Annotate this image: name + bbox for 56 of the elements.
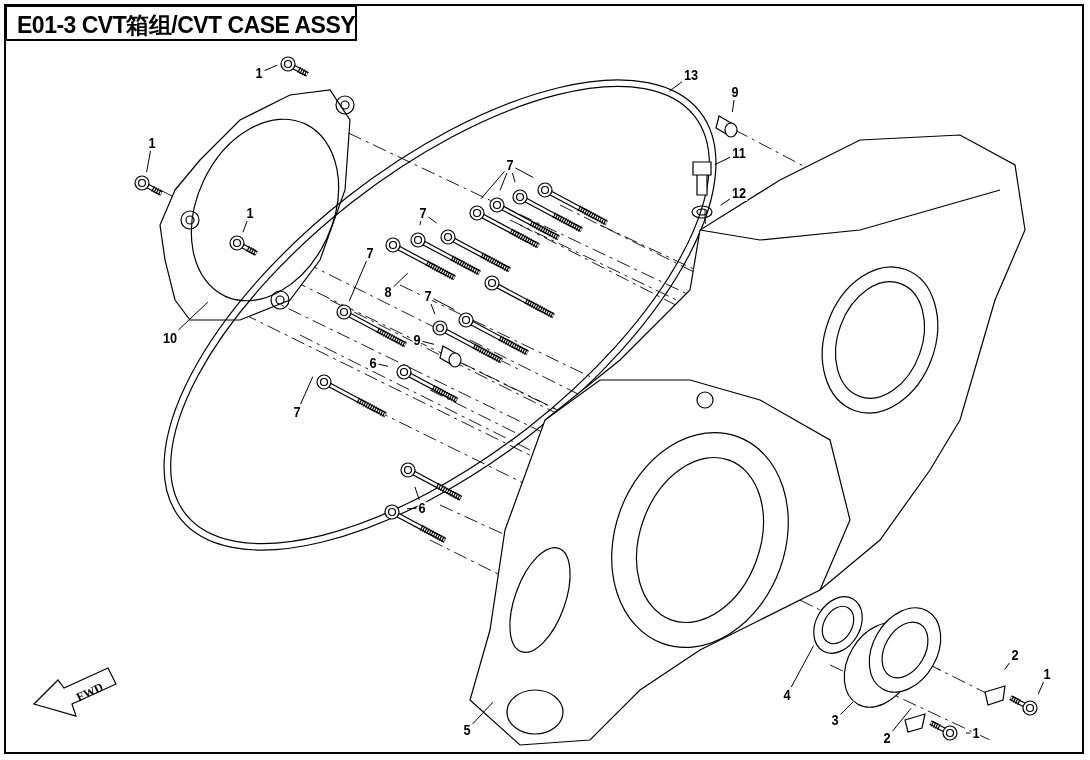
leader-line <box>499 172 508 191</box>
leader-line <box>422 340 435 345</box>
leader-line <box>668 81 683 92</box>
leader-line <box>146 150 151 173</box>
leader-line <box>840 701 854 715</box>
callout-number: 2 <box>1010 647 1020 663</box>
leader-line <box>428 216 438 224</box>
leader-line <box>515 167 534 179</box>
leader-line <box>414 486 420 501</box>
callout-number: 12 <box>731 185 747 201</box>
callout-number: 6 <box>417 500 427 516</box>
leader-line <box>472 701 494 725</box>
leader-line <box>714 156 731 166</box>
callout-number: 10 <box>162 330 178 346</box>
leader-line <box>1004 662 1010 670</box>
callout-number: 2 <box>882 730 892 746</box>
leader-line <box>348 260 367 302</box>
leader-line <box>965 732 971 734</box>
leader-line <box>264 64 278 72</box>
leader-line <box>720 198 731 206</box>
leader-line <box>300 376 314 405</box>
leader-line <box>406 507 417 510</box>
leader-line <box>790 645 815 688</box>
callout-number: 6 <box>368 355 378 371</box>
leader-line <box>378 363 389 367</box>
leader-line <box>433 298 455 311</box>
callout-number: 7 <box>292 404 302 420</box>
leader-line <box>480 170 505 200</box>
callout-number: 7 <box>423 288 433 304</box>
callout-number: 7 <box>365 245 375 261</box>
callout-number: 7 <box>418 205 428 221</box>
leader-line <box>177 301 209 331</box>
leader-line <box>393 272 409 288</box>
callout-number: 8 <box>383 284 393 300</box>
leader-line <box>1037 681 1044 695</box>
callout-number: 1 <box>147 135 157 151</box>
callout-number: 3 <box>830 712 840 728</box>
leader-line <box>892 707 912 732</box>
leader-line <box>731 99 735 113</box>
callout-number: 1 <box>254 65 264 81</box>
callout-number: 11 <box>731 145 747 161</box>
title: E01-3 CVT箱组/CVT CASE ASSY <box>17 12 356 38</box>
leader-line <box>419 220 422 226</box>
callout-number: 1 <box>245 205 255 221</box>
direction-label: FWD <box>74 680 106 705</box>
callout-number: 9 <box>412 332 422 348</box>
callout-number: 9 <box>730 84 740 100</box>
leader-line <box>511 172 516 183</box>
leader-line <box>242 220 248 233</box>
leader-line <box>430 303 436 315</box>
callout-number: 5 <box>462 722 472 738</box>
callout-number: 13 <box>683 67 699 83</box>
callout-number: 1 <box>1042 666 1052 682</box>
callout-number: 4 <box>782 687 792 703</box>
callout-number: 7 <box>505 157 515 173</box>
callout-number: 1 <box>971 725 981 741</box>
